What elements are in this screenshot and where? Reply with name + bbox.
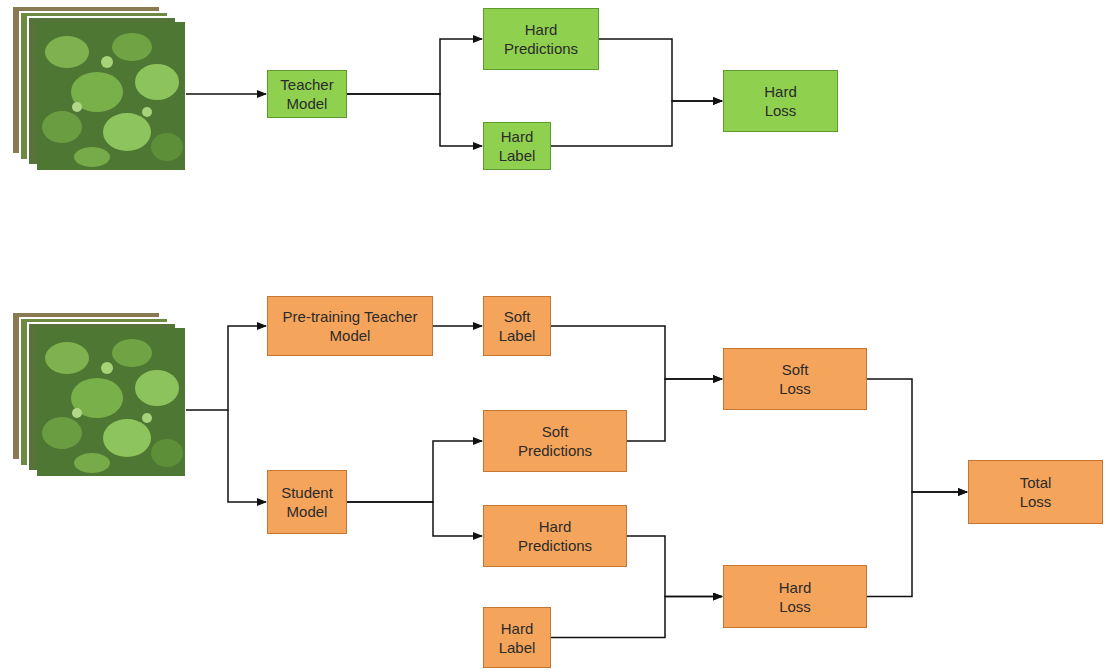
flow-arrow <box>551 101 722 146</box>
box-label: Hard Loss <box>779 578 812 616</box>
flow-arrow <box>347 441 482 502</box>
process-box: Hard Loss <box>723 70 838 132</box>
process-box: Soft Label <box>483 296 551 356</box>
flow-arrow <box>599 39 722 101</box>
box-label: Hard Predictions <box>518 517 592 555</box>
box-label: Teacher Model <box>280 75 333 113</box>
box-label: Total Loss <box>1020 473 1052 511</box>
process-box: Soft Loss <box>723 348 867 410</box>
process-box: Hard Label <box>483 122 551 170</box>
flow-arrow <box>347 94 482 146</box>
flow-arrow <box>627 536 722 597</box>
process-box: Hard Loss <box>723 565 867 628</box>
process-box: Student Model <box>267 470 347 534</box>
box-label: Hard Loss <box>764 82 797 120</box>
process-box: Hard Predictions <box>483 505 627 567</box>
box-label: Hard Predictions <box>504 20 578 58</box>
process-box: Teacher Model <box>267 70 347 118</box>
flow-arrow <box>433 325 482 327</box>
flow-arrow <box>551 326 722 379</box>
process-box: Soft Predictions <box>483 410 627 472</box>
flow-arrow <box>627 379 722 441</box>
box-label: Hard Label <box>499 619 536 657</box>
flow-arrow <box>347 502 482 536</box>
process-box: Total Loss <box>968 460 1103 524</box>
flow-arrow <box>867 379 967 492</box>
process-box: Hard Label <box>483 607 551 668</box>
box-label: Pre-training Teacher Model <box>280 307 420 345</box>
process-box: Hard Predictions <box>483 8 599 70</box>
box-label: Student Model <box>281 483 333 521</box>
box-label: Soft Predictions <box>518 422 592 460</box>
box-label: Soft Loss <box>779 360 811 398</box>
flow-arrow <box>347 39 482 94</box>
process-box: Pre-training Teacher Model <box>267 296 433 356</box>
box-label: Hard Label <box>499 127 536 165</box>
flow-arrow <box>867 492 967 597</box>
flow-arrow <box>551 597 722 638</box>
box-label: Soft Label <box>499 307 536 345</box>
